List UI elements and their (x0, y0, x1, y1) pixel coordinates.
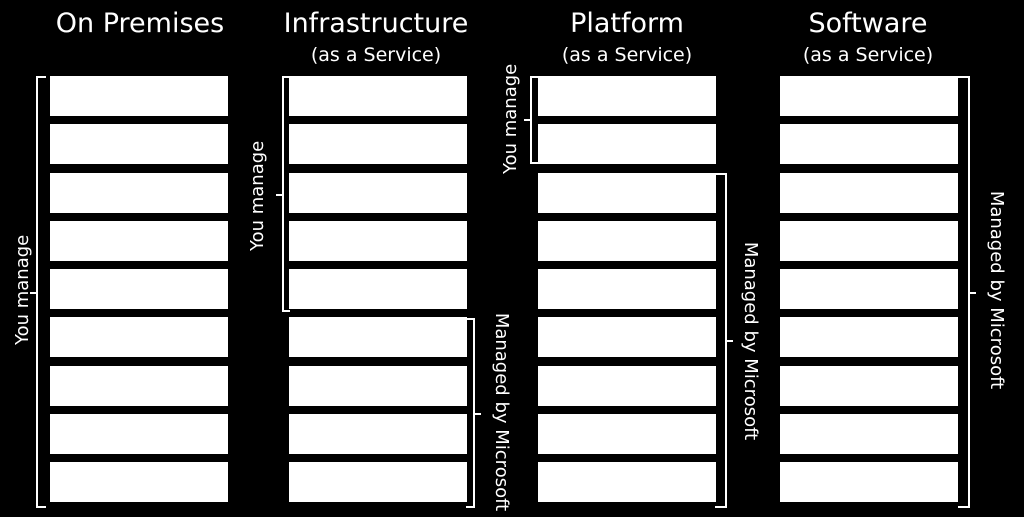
stack-layer (780, 172, 958, 213)
stack-layer (289, 124, 467, 165)
stack-layer (538, 462, 716, 503)
column-title-infrastructure: Infrastructure (283, 8, 469, 39)
stack-layer (289, 462, 467, 503)
bracket-tick (276, 194, 283, 196)
bracket-tick (969, 292, 976, 294)
stack-platform (538, 76, 716, 511)
bracket-tick (30, 292, 37, 294)
stack-layer (780, 269, 958, 310)
bracket-you-manage-platform (530, 76, 539, 164)
column-subtitle-software: (as a Service) (802, 44, 934, 66)
column-subtitle-infrastructure: (as a Service) (310, 44, 442, 66)
stack-layer (50, 414, 228, 455)
column-title-software: Software (808, 8, 928, 39)
stack-layer (50, 462, 228, 503)
column-subtitle-platform: (as a Service) (561, 44, 693, 66)
stack-layer (538, 317, 716, 358)
stack-software (780, 76, 958, 511)
managed-by-microsoft-label-software: Managed by Microsoft (986, 190, 1007, 390)
stack-layer (289, 220, 467, 261)
you-manage-label-platform: You manage (500, 63, 521, 174)
stack-layer (50, 172, 228, 213)
stack-layer (780, 220, 958, 261)
stack-layer (289, 365, 467, 406)
stack-infrastructure (289, 76, 467, 511)
stack-layer (50, 269, 228, 310)
column-title-on-premises: On Premises (55, 8, 225, 39)
stack-layer (538, 76, 716, 116)
stack-layer (538, 124, 716, 165)
stack-layer (289, 172, 467, 213)
stack-layer (289, 414, 467, 455)
stack-layer (50, 124, 228, 165)
managed-by-microsoft-label-platform: Managed by Microsoft (740, 241, 761, 441)
stack-layer (538, 269, 716, 310)
stack-on-premises (50, 76, 228, 511)
stack-layer (538, 365, 716, 406)
stack-layer (538, 414, 716, 455)
you-manage-label-on-premises: You manage (12, 234, 33, 345)
stack-layer (50, 76, 228, 116)
bracket-tick (524, 119, 531, 121)
stack-layer (780, 462, 958, 503)
stack-layer (780, 317, 958, 358)
stack-layer (780, 414, 958, 455)
stack-layer (50, 220, 228, 261)
you-manage-label-infrastructure: You manage (247, 140, 268, 251)
column-title-platform: Platform (570, 8, 684, 39)
stack-layer (780, 124, 958, 165)
stack-layer (780, 76, 958, 116)
stack-layer (50, 317, 228, 358)
bracket-tick (726, 340, 733, 342)
stack-layer (538, 172, 716, 213)
stack-layer (289, 317, 467, 358)
stack-layer (780, 365, 958, 406)
bracket-tick (474, 413, 481, 415)
bracket-you-manage-infrastructure (282, 76, 290, 312)
stack-layer (50, 365, 228, 406)
bracket-you-manage-on-premises (36, 76, 46, 508)
stack-layer (289, 269, 467, 310)
stack-layer (289, 76, 467, 116)
managed-by-microsoft-label-infrastructure: Managed by Microsoft (491, 312, 512, 512)
stack-layer (538, 220, 716, 261)
